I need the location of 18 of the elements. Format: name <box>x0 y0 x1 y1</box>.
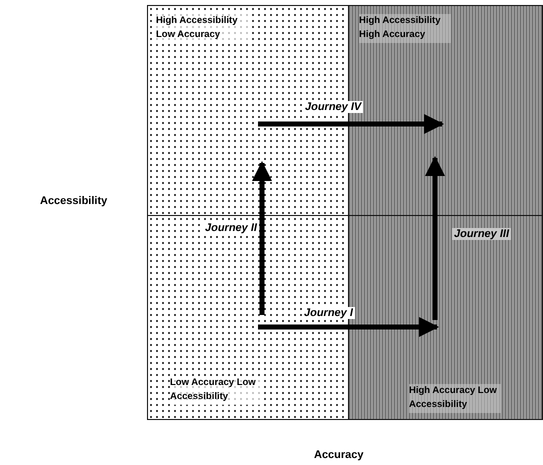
edge-label: Journey IV <box>303 101 364 113</box>
quadrant-box <box>348 215 543 420</box>
quadrant-box <box>147 5 349 216</box>
quadrant-label: Low Accuracy Low Accessibility <box>170 376 262 404</box>
quadrant-box <box>348 5 543 216</box>
quadrant-label: High Accuracy Low Accessibility <box>409 384 501 412</box>
edge-label: Journey III <box>452 228 512 240</box>
edge-label: Journey I <box>302 307 355 319</box>
arrow <box>258 114 444 134</box>
arrow <box>425 156 445 320</box>
quadrant-box <box>147 215 349 420</box>
arrow <box>252 161 272 315</box>
axis-label: Accuracy <box>314 449 364 461</box>
quadrant-label: High Accessibility Low Accuracy <box>156 14 248 42</box>
arrow <box>258 317 439 337</box>
quadrant-label: High Accessibility High Accuracy <box>359 14 451 42</box>
axis-label: Accessibility <box>40 195 108 207</box>
edge-label: Journey II <box>203 222 259 234</box>
